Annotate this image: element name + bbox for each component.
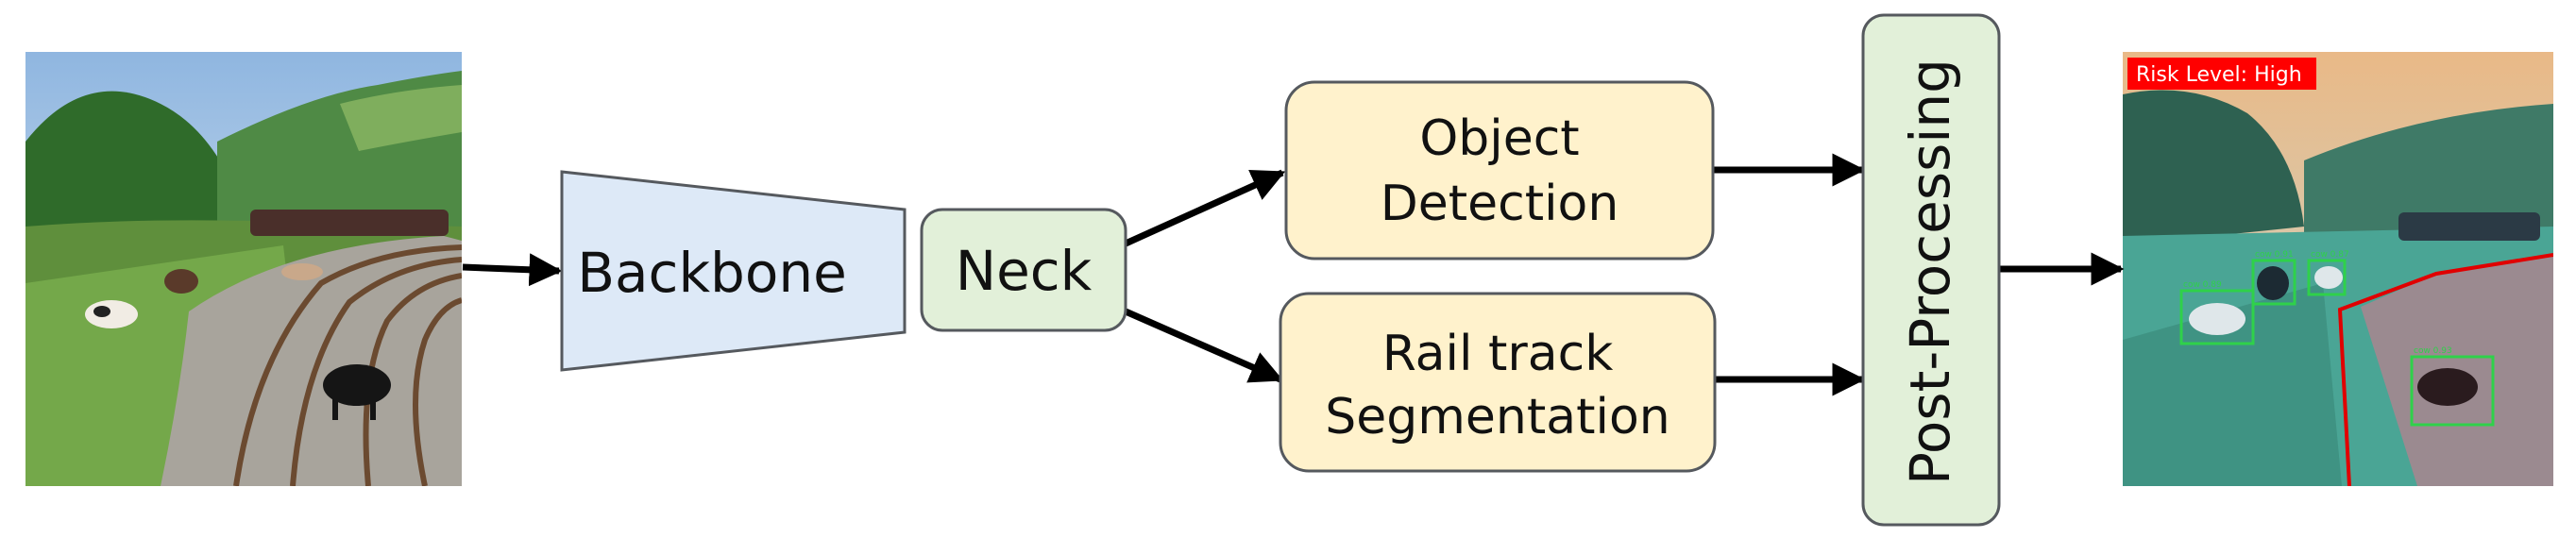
- rail-segmentation-box: [1279, 292, 1717, 473]
- track-mask-outline: [2337, 253, 2553, 486]
- post-processing-label: Post-Processing: [1898, 59, 1962, 485]
- rail-segmentation-label-line2: Segmentation: [1325, 389, 1669, 446]
- neck-box: [920, 208, 1127, 332]
- arrows: [462, 153, 2125, 396]
- arrow-neck-to-segmentation: [1124, 308, 1284, 383]
- arrow-neck-to-detection: [1124, 169, 1286, 247]
- detection-label: cow 0.87: [2311, 250, 2349, 260]
- neck-label: Neck: [956, 239, 1093, 303]
- detection-box: [2410, 355, 2495, 427]
- object-detection-box: [1284, 80, 1715, 261]
- object-detection-label-line2: Detection: [1381, 176, 1619, 232]
- risk-level-text: Risk Level: High: [2136, 63, 2302, 87]
- backbone-shape: [560, 170, 907, 372]
- object-detection-node: Object Detection: [1284, 80, 1715, 261]
- arrow-input-to-backbone: [462, 253, 563, 287]
- detection-label: cow 0.89: [2183, 280, 2222, 290]
- detection-box: [2307, 259, 2347, 296]
- rail-segmentation-node: Rail track Segmentation: [1279, 292, 1717, 473]
- output-image: cow 0.89 cow 0.91 cow 0.87 cow 0.93 Risk…: [2123, 52, 2553, 486]
- post-processing-node: Post-Processing: [1861, 13, 2001, 527]
- neck-node: Neck: [920, 208, 1127, 332]
- post-processing-box: [1861, 13, 2001, 527]
- risk-level-badge: [2127, 58, 2316, 90]
- detection-box: [2179, 289, 2255, 345]
- detection-box: [2251, 259, 2296, 306]
- backbone-label: Backbone: [577, 241, 847, 305]
- input-image: [25, 52, 462, 486]
- object-detection-label-line1: Object: [1419, 110, 1579, 167]
- detection-label: cow 0.91: [2255, 250, 2294, 260]
- detection-label: cow 0.93: [2414, 346, 2452, 356]
- backbone-node: Backbone: [560, 170, 907, 372]
- rail-segmentation-label-line1: Rail track: [1382, 326, 1614, 382]
